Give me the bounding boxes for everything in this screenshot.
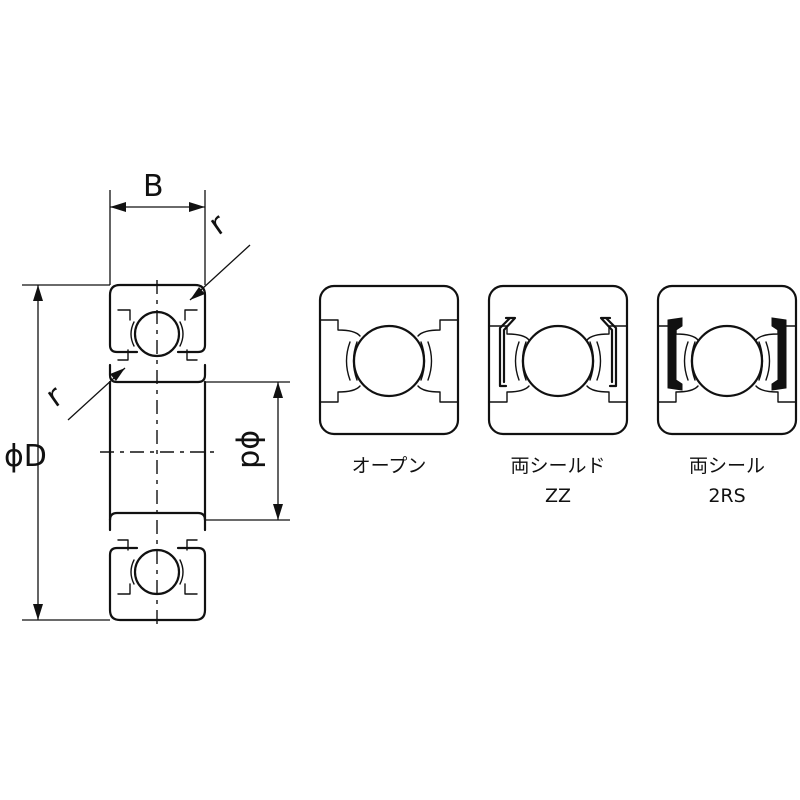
open-bearing-icon bbox=[318, 284, 460, 436]
bore-walls bbox=[108, 380, 207, 522]
width-label: B bbox=[143, 169, 164, 204]
2rs-caption-line2: 2RS bbox=[708, 485, 745, 507]
groove-top bbox=[117, 309, 198, 361]
zz-caption-line2: ZZ bbox=[545, 485, 571, 507]
outer-diameter-label: ϕD bbox=[4, 439, 47, 474]
zz-caption-line1: 両シールド bbox=[510, 455, 605, 477]
2rs-caption-line1: 両シール bbox=[689, 455, 765, 477]
open-caption: オープン bbox=[352, 455, 427, 477]
radius-label-bottom: r bbox=[40, 378, 71, 414]
bearing-section-view bbox=[100, 280, 215, 625]
inner-diameter-label: ϕd bbox=[234, 430, 269, 469]
groove-bottom bbox=[117, 539, 198, 595]
2rs-bearing-icon bbox=[656, 284, 798, 436]
zz-bearing-icon bbox=[487, 284, 629, 436]
dimension-lines bbox=[22, 190, 290, 621]
cage-bottom bbox=[130, 559, 184, 585]
outer-race-top bbox=[108, 283, 207, 354]
outer-race-bottom bbox=[108, 546, 207, 622]
radius-label-top: r bbox=[203, 206, 234, 242]
cage-top bbox=[130, 321, 184, 347]
